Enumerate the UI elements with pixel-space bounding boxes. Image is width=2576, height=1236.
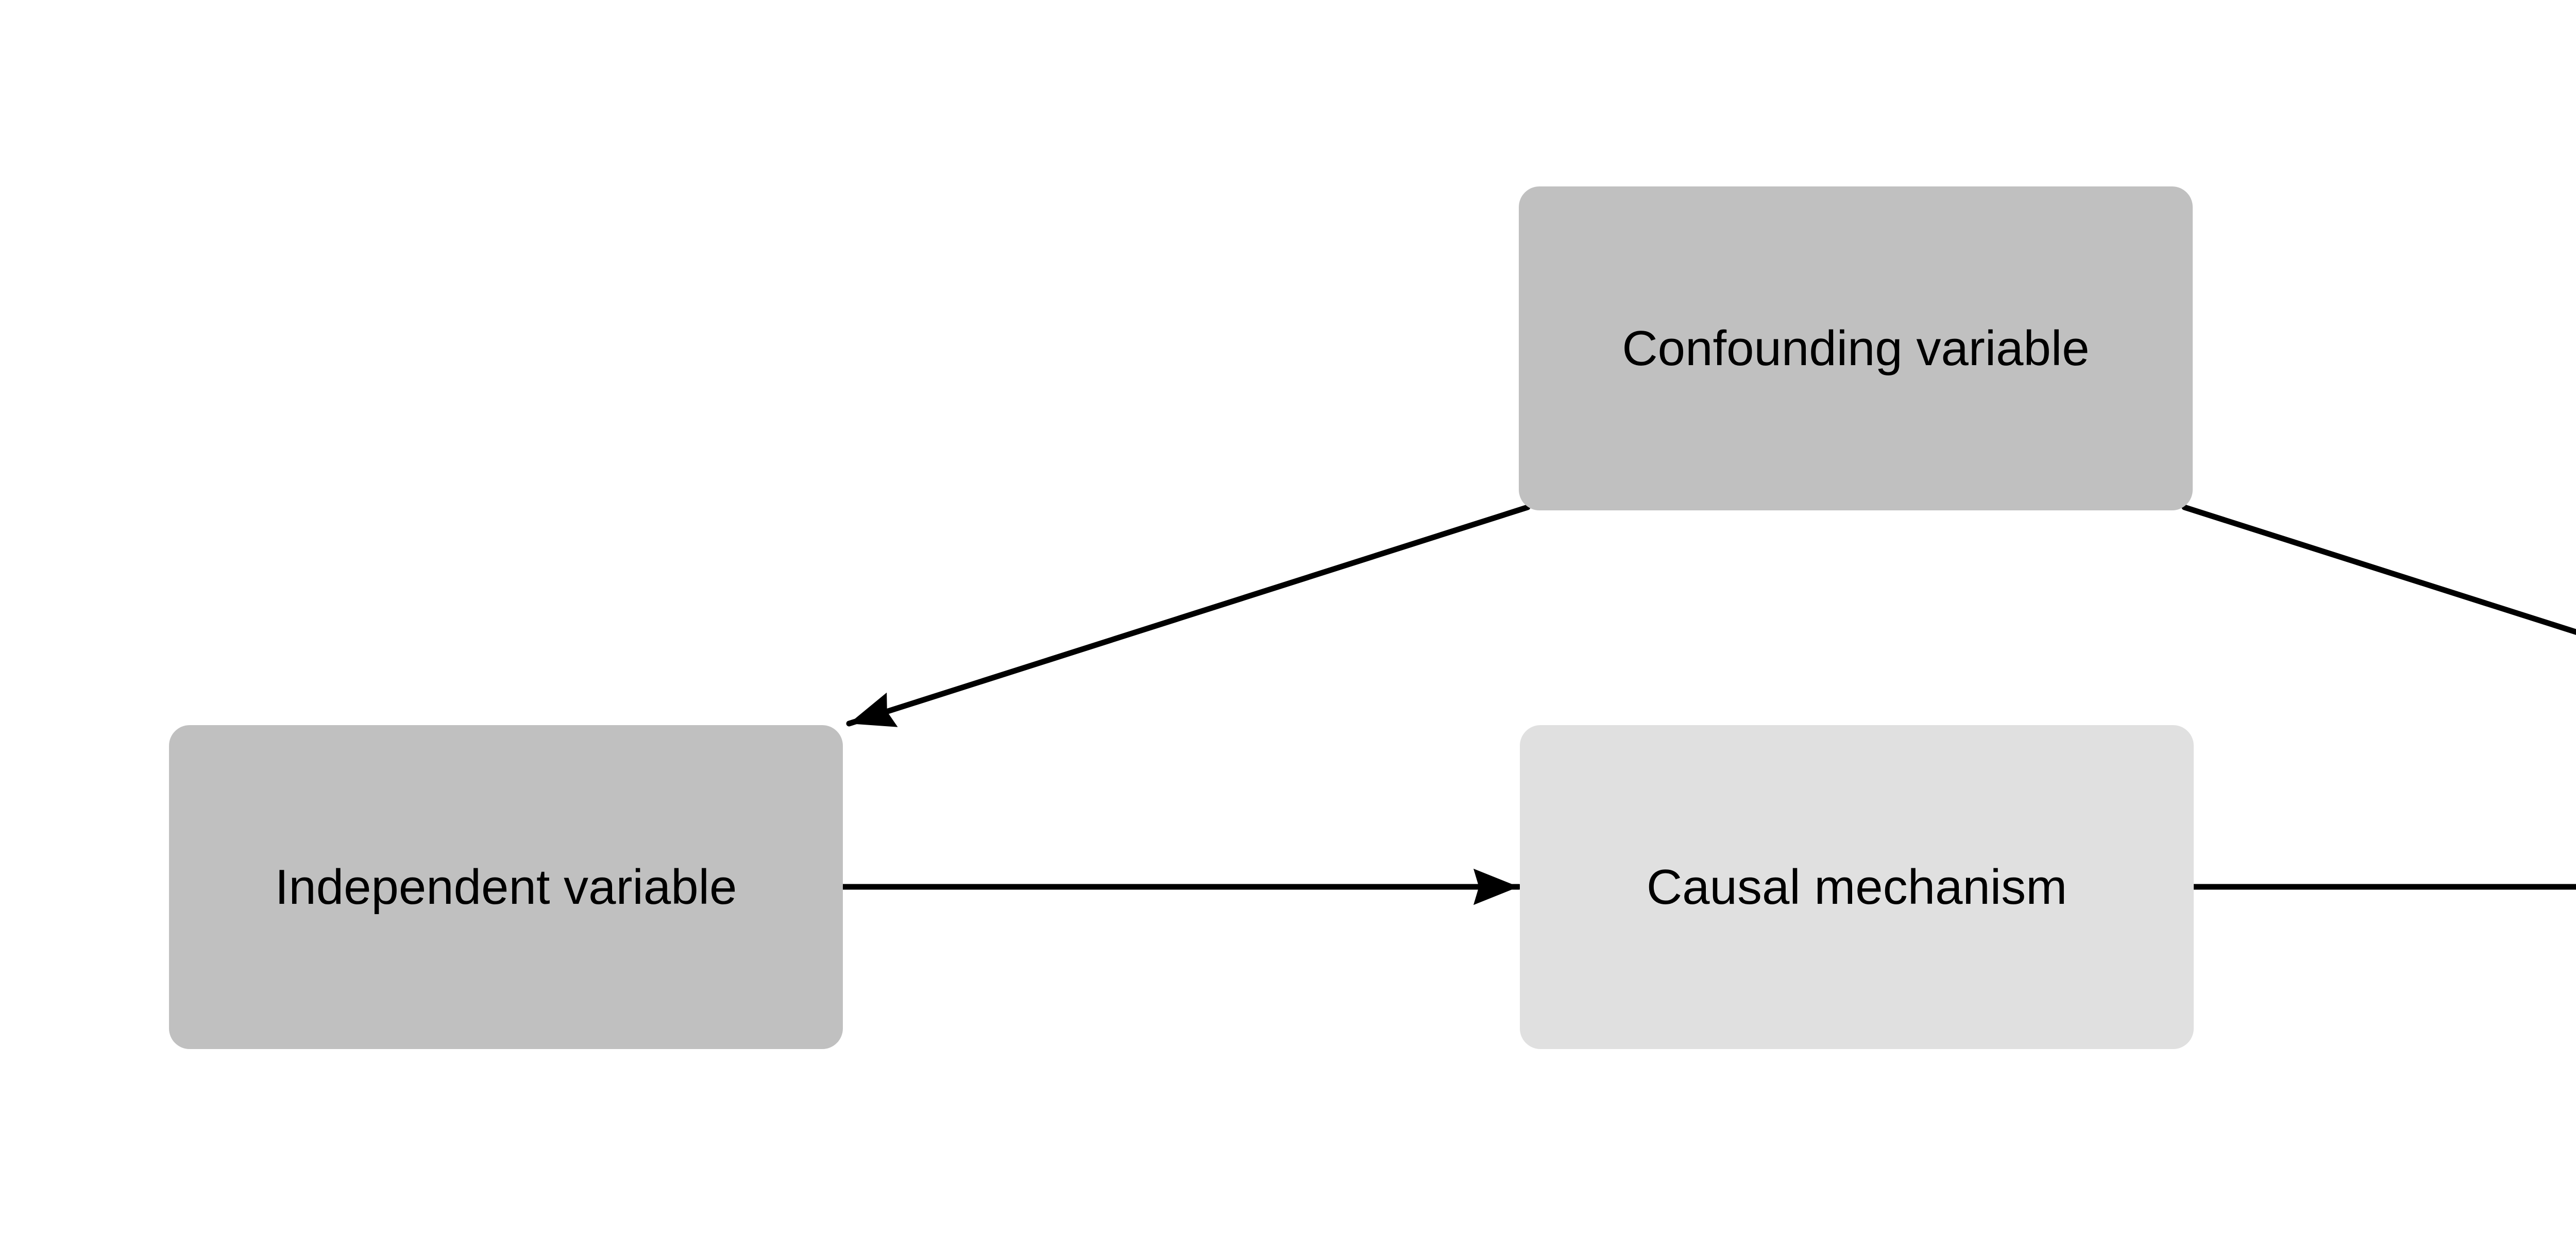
node-independent-variable-label: Independent variable — [275, 859, 737, 915]
node-independent-variable: Independent variable — [169, 725, 843, 1049]
node-causal-mechanism: Causal mechanism — [1520, 725, 2194, 1049]
arrow-confounding-to-independent — [846, 504, 1531, 727]
node-causal-mechanism-label: Causal mechanism — [1646, 859, 2067, 915]
node-confounding-variable-label: Confounding variable — [1622, 320, 2090, 376]
node-confounding-variable: Confounding variable — [1519, 186, 2193, 510]
arrow-confounding-to-dependent — [2181, 504, 2576, 635]
